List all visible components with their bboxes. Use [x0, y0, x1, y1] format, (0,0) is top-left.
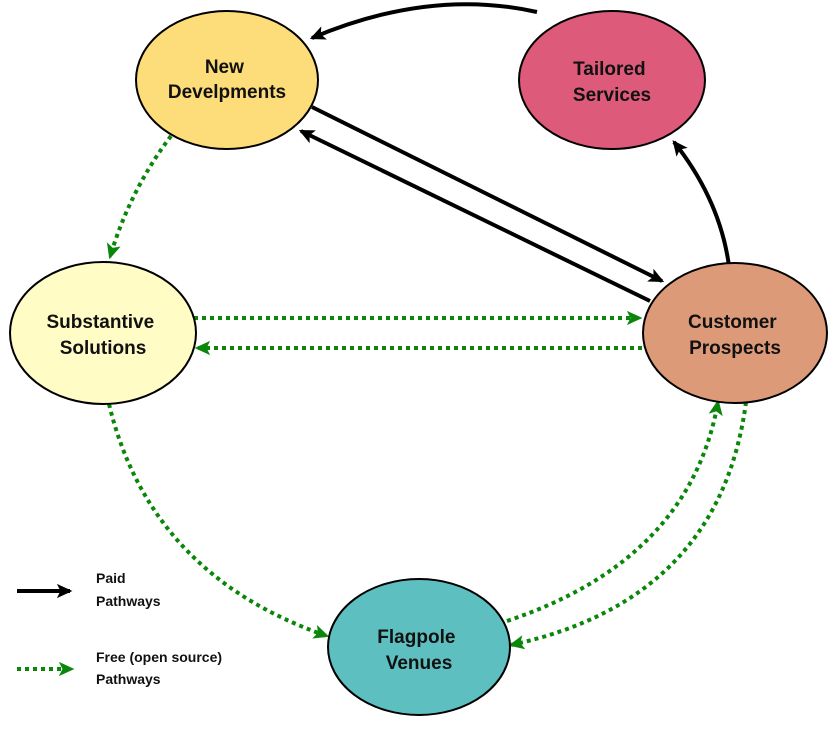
node-tailored-services: Tailored Services [518, 10, 706, 150]
node-shape [135, 10, 319, 150]
svg-text:Flagpole Venues: Flagpole Venues [377, 627, 460, 674]
node-label-line1: Flagpole [377, 627, 455, 648]
edge-flagpole-to-customer [506, 399, 723, 623]
edge-new-to-customer [311, 105, 665, 283]
legend-paid-label-line1: Paid [96, 570, 126, 586]
node-shape [327, 578, 511, 716]
node-flagpole-venues: Flagpole Venues [327, 578, 511, 716]
svg-text:Substantive Solutions: Substantive Solutions [47, 312, 160, 359]
svg-text:Free (open source) Pat: Free (open source) Pathways [96, 649, 226, 687]
node-label-line1: Substantive [47, 312, 155, 333]
node-shape [518, 10, 706, 150]
legend-free-label-line1: Free (open source) [96, 649, 222, 665]
node-label-line1: New [205, 57, 244, 78]
node-label-line2: Prospects [689, 338, 781, 359]
legend-paid-label-line2: Pathways [96, 593, 161, 609]
node-label-line2: Services [573, 85, 651, 106]
svg-text:Tailored Services: Tailored Services [573, 59, 651, 106]
edge-substantive-to-flagpole [107, 403, 330, 639]
legend-item-paid: Paid Pathways [17, 570, 161, 609]
node-label-line2: Venues [386, 653, 453, 674]
node-customer-prospects: Customer Prospects [642, 262, 828, 404]
svg-text:Paid Pathways: Paid Pathways [96, 570, 161, 609]
edge-customer-to-flagpole [508, 401, 748, 650]
node-shape [642, 262, 828, 404]
legend-item-free: Free (open source) Pathways [17, 649, 226, 687]
svg-text:New Develpments: New Develpments [168, 57, 286, 103]
node-label-line2: Develpments [168, 82, 286, 103]
edge-tailored-to-new [309, 2, 538, 40]
svg-text:Customer Prospects: Customer Prospects [688, 312, 782, 359]
edge-new-to-substantive [106, 134, 173, 260]
edge-customer-to-tailored [672, 140, 731, 267]
legend: Paid Pathways Free (open source) Pathway… [17, 570, 226, 687]
node-label-line2: Solutions [60, 338, 147, 359]
node-label-line1: Customer [688, 312, 777, 333]
edges [106, 2, 748, 650]
legend-free-label-line2: Pathways [96, 671, 161, 687]
node-label-line1: Tailored [573, 59, 646, 80]
node-new-developments: New Develpments [135, 10, 319, 150]
node-shape [9, 261, 197, 405]
edge-customer-to-new [298, 129, 651, 303]
node-substantive-solutions: Substantive Solutions [9, 261, 197, 405]
